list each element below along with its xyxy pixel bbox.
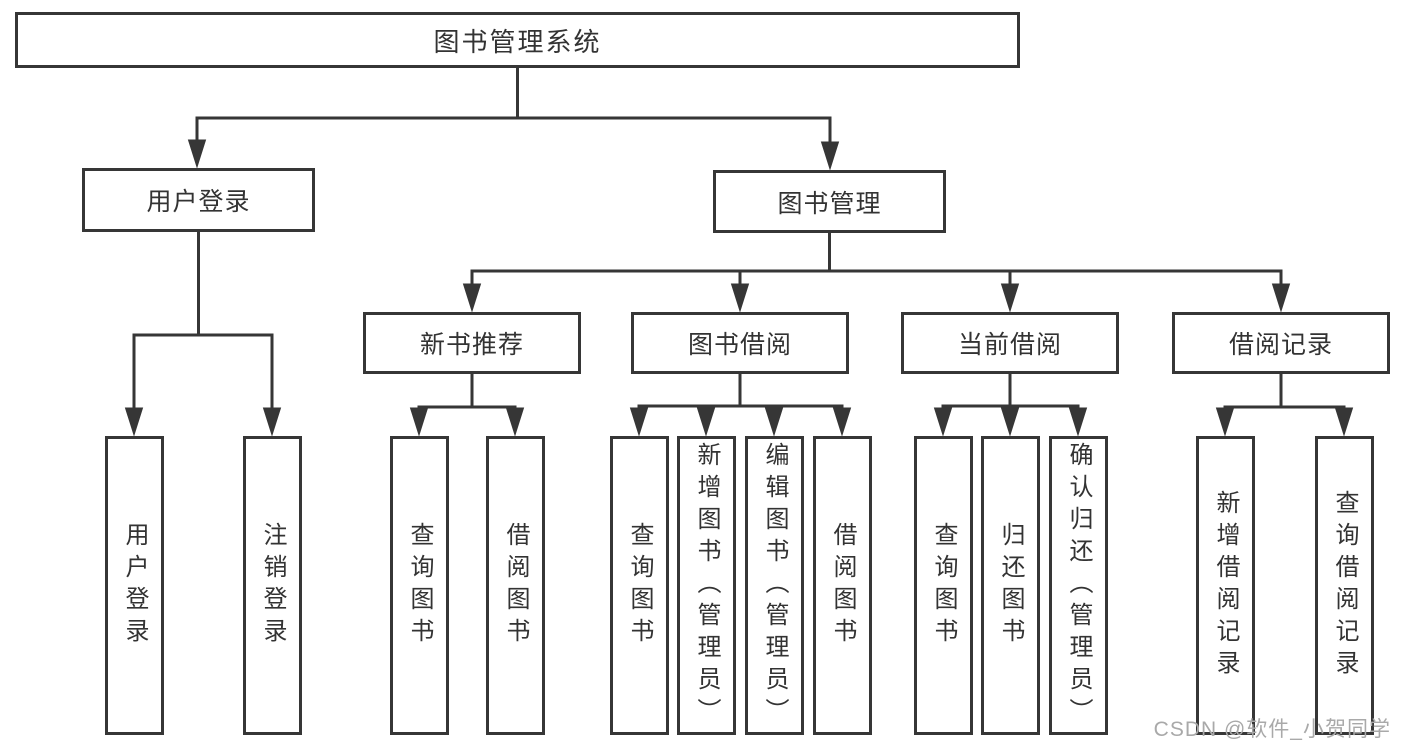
node-borrow-records-label: 借阅记录 [1228,331,1333,359]
leaf-newbooks-borrow-book: 借阅图书 [485,436,545,735]
arrowhead [462,283,482,313]
arrowhead [505,407,525,437]
node-user-login-label: 用户登录 [146,188,251,216]
leaf-records-query-record: 查询借阅记录 [1314,436,1374,735]
node-book-borrow-label: 图书借阅 [687,331,792,359]
leaf-label: 借阅图书 [502,521,529,650]
leaf-label: 借阅图书 [829,521,856,650]
connector-book-mgmt [462,231,1291,313]
leaf-label: 新增借阅记录 [1212,489,1239,682]
leaf-current-confirm-return-admin: 确认归还（管理员） [1048,436,1108,735]
leaf-borrow-borrow-book: 借阅图书 [812,436,872,735]
connector-borrow-records [1215,372,1354,437]
node-current-borrow-label: 当前借阅 [957,331,1062,359]
leaf-label: 确认归还（管理员） [1065,441,1092,730]
leaf-label: 新增图书（管理员） [693,441,720,730]
node-root: 图书管理系统 [15,12,1020,68]
leaf-borrow-edit-book-admin: 编辑图书（管理员） [744,436,804,735]
arrowhead [764,407,784,437]
node-book-mgmt: 图书管理 [713,170,946,233]
arrowhead [187,139,207,169]
leaf-borrow-add-book-admin: 新增图书（管理员） [676,436,736,735]
arrowhead [1000,407,1020,437]
leaf-label: 查询借阅记录 [1331,489,1358,682]
arrowhead [730,283,750,313]
watermark: CSDN @软件_小贺同学 [1153,718,1391,741]
leaf-records-add-record: 新增借阅记录 [1195,436,1255,735]
connector-new-books [409,372,525,437]
node-borrow-records: 借阅记录 [1172,312,1390,374]
leaf-label: 用户登录 [121,521,148,650]
arrowhead [1215,407,1235,437]
connector-book-borrow [629,372,852,437]
arrowhead [629,407,649,437]
arrowhead [820,141,840,171]
arrowhead [124,407,144,437]
arrowhead [1000,283,1020,313]
connector-user-login [124,230,282,437]
leaf-label: 查询图书 [406,521,433,650]
node-current-borrow: 当前借阅 [901,312,1119,374]
connector-current-borrow [933,372,1088,437]
leaf-current-return-book: 归还图书 [980,436,1040,735]
node-root-label: 图书管理系统 [433,26,602,57]
leaf-user-login: 用户登录 [104,436,164,735]
leaf-label: 查询图书 [930,521,957,650]
leaf-label: 查询图书 [626,521,653,650]
arrowhead [832,407,852,437]
arrowhead [1334,407,1354,437]
arrowhead [262,407,282,437]
leaf-label: 编辑图书（管理员） [761,441,788,730]
node-book-mgmt-label: 图书管理 [777,189,882,218]
node-user-login: 用户登录 [82,168,315,232]
leaf-newbooks-query-book: 查询图书 [389,436,449,735]
leaf-logout: 注销登录 [242,436,302,735]
arrowhead [1068,407,1088,437]
arrowhead [1271,283,1291,313]
arrowhead [696,407,716,437]
arrowhead [409,407,429,437]
leaf-borrow-query-book: 查询图书 [609,436,669,735]
arrowhead [933,407,953,437]
leaf-label: 注销登录 [259,521,286,650]
connector-root [187,66,840,171]
node-book-borrow: 图书借阅 [631,312,849,374]
leaf-current-query-book: 查询图书 [913,436,973,735]
node-new-books-label: 新书推荐 [419,331,524,359]
leaf-label: 归还图书 [997,521,1024,650]
node-new-books: 新书推荐 [363,312,581,374]
